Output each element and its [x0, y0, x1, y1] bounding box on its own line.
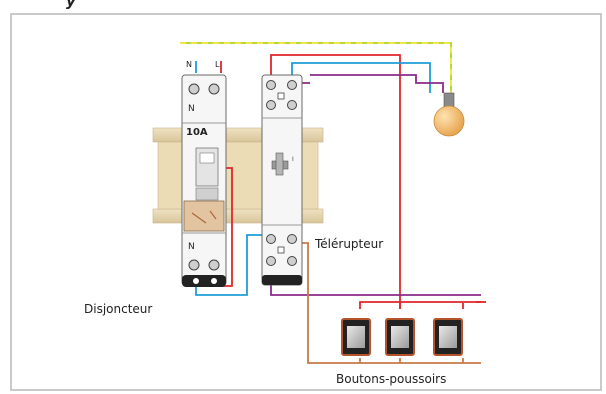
circuit-breaker: N L N 10A N — [181, 60, 227, 287]
corner-glyph: y — [66, 0, 76, 10]
relay-terminal-2 — [287, 80, 297, 90]
breaker-terminal-n-top — [188, 83, 200, 95]
relay-terminal-3 — [266, 100, 276, 110]
breaker-terminal-l-top — [208, 83, 220, 95]
breaker-upper-n-label: N — [188, 104, 195, 114]
relay-terminal-7 — [266, 256, 276, 266]
earth-wire — [180, 42, 452, 93]
label-boutons-poussoirs: Boutons-poussoirs — [336, 372, 446, 386]
relay-terminal-1 — [266, 80, 276, 90]
relay-terminal-5 — [266, 234, 276, 244]
relay-terminal-8 — [287, 256, 297, 266]
push-button-3 — [433, 318, 463, 356]
push-button-2 — [385, 318, 415, 356]
relay-terminal-4 — [287, 100, 297, 110]
push-button-1 — [341, 318, 371, 356]
breaker-lower-n-label: N — [188, 242, 195, 252]
breaker-terminal-n-bottom — [188, 259, 200, 271]
relay-position-marker: I — [292, 156, 294, 163]
breaker-top-n-label: N — [186, 60, 192, 69]
remote-switch: I — [261, 74, 303, 286]
breaker-rating: 10A — [186, 127, 208, 138]
breaker-toggle — [183, 200, 225, 232]
light-bulb-icon — [433, 92, 465, 137]
relay-terminal-6 — [287, 234, 297, 244]
wiring-diagram: N L N 10A N I — [10, 13, 602, 391]
breaker-terminal-l-bottom — [208, 259, 220, 271]
breaker-top-l-label: L — [215, 60, 220, 69]
label-telerupteur: Télérupteur — [314, 237, 383, 251]
neutral-wires — [195, 61, 431, 296]
label-disjoncteur: Disjoncteur — [84, 302, 152, 316]
